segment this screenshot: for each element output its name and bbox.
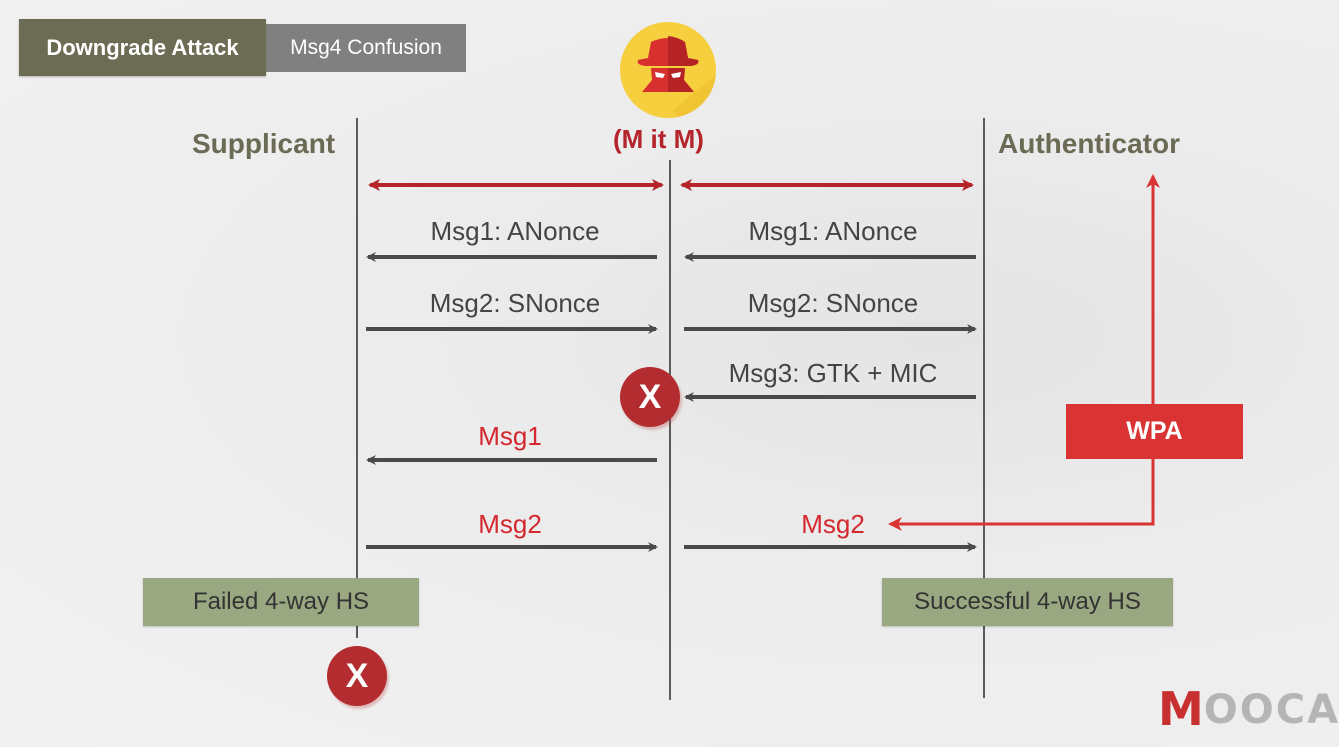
left-msg1-label: Msg1: ANonce [430,216,600,246]
supplicant-label: Supplicant [192,128,336,159]
right-msg1-label: Msg1: ANonce [748,216,918,246]
failed-supplicant-icon: X [327,646,387,706]
authenticator-lifeline [983,118,985,698]
failed-handshake-box: Failed 4-way HS [143,578,419,626]
blocked-msg3-icon: X [620,367,680,427]
right-msg2-label: Msg2: SNonce [747,288,919,318]
supplicant-lifeline [356,118,358,638]
logo-text: OOCA [1203,687,1339,733]
wpa-msg2-label: Msg2 [801,509,865,539]
authenticator-label: Authenticator [998,128,1180,159]
logo-prefix: M [1158,682,1204,736]
mitm-lifeline [669,160,671,700]
wpa-box: WPA [1066,404,1243,459]
successful-handshake-box: Successful 4-way HS [882,578,1173,626]
mitm-label: (M it M) [613,124,704,154]
replay-msg2-label: Msg2 [478,509,542,539]
left-msg2-label: Msg2: SNonce [429,288,601,318]
diagram-title: Downgrade Attack [19,19,266,76]
mooca-logo: M OOCA [1158,682,1339,732]
right-msg3-label: Msg3: GTK + MIC [728,358,938,388]
replay-msg1-label: Msg1 [478,421,542,451]
diagram-subtitle: Msg4 Confusion [266,24,466,72]
spy-icon [618,20,718,120]
